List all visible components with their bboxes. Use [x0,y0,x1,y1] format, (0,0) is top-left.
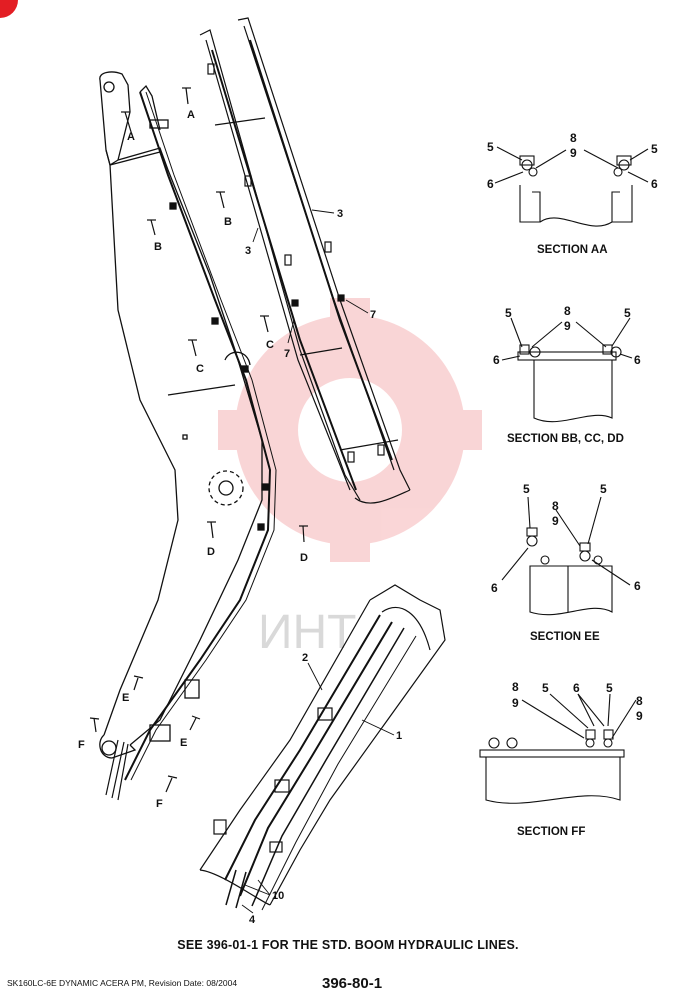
section-ff: 8 9 5 6 5 8 9 SECTION FF [479,680,643,838]
callout-1: 1 [396,730,402,742]
marker-a-left: A [127,131,135,143]
callout-leaders [241,209,395,914]
section-ff-label-5-right: 5 [606,681,613,695]
section-ee-label-5-right: 5 [600,482,607,496]
section-ee-label-9: 9 [552,514,559,528]
section-marker-labels: A A B B C C D D E E F F [78,109,308,810]
section-aa-label-8: 8 [570,131,577,145]
section-aa-label-6-left: 6 [487,177,494,191]
section-bb-label-5-right: 5 [624,306,631,320]
note-text: SEE 396-01-1 FOR THE STD. BOOM HYDRAULIC… [177,938,519,952]
marker-e-left: E [122,692,129,704]
callout-7-left: 7 [284,348,290,360]
section-bb-title: SECTION BB, CC, DD [507,433,624,445]
section-ee: 5 6 8 9 5 6 SECTION EE [491,482,641,643]
footer-revision: SK160LC-6E DYNAMIC ACERA PM, Revision Da… [7,978,238,988]
watermark-text: ИНТ [258,606,356,659]
marker-d-left: D [207,546,215,558]
section-ff-label-6-center: 6 [573,681,580,695]
section-bb-label-8: 8 [564,304,571,318]
footer-page-number: 396-80-1 [322,975,383,992]
section-bb-label-6-left: 6 [493,353,500,367]
callout-2: 2 [302,652,308,664]
upper-detail-view [199,17,411,504]
section-markers [89,87,308,793]
section-bb-label-6-right: 6 [634,353,641,367]
section-ff-label-9-left: 9 [512,696,519,710]
section-ff-title: SECTION FF [517,826,585,838]
callout-10: 10 [272,890,284,902]
watermark-gear-icon [218,298,482,562]
section-ee-label-5-left: 5 [523,482,530,496]
section-bb-cc-dd: 5 6 8 9 5 6 SECTION BB, CC, DD [493,304,641,445]
section-aa-label-9: 9 [570,146,577,160]
section-aa-title: SECTION AA [537,244,608,256]
section-ee-title: SECTION EE [530,631,600,643]
marker-a-right: A [187,109,195,121]
marker-c-right: C [266,339,274,351]
section-ff-label-8-right: 8 [636,694,643,708]
section-ee-label-6-left: 6 [491,581,498,595]
section-aa-label-5-left: 5 [487,140,494,154]
callout-7-right: 7 [370,309,376,321]
marker-f-left: F [78,739,85,751]
section-ee-label-6-right: 6 [634,579,641,593]
section-aa-label-5-right: 5 [651,142,658,156]
marker-e-right: E [180,737,187,749]
callout-labels: 3 3 7 7 2 1 10 4 [245,208,402,926]
section-ff-label-9-right: 9 [636,709,643,723]
marker-b-right: B [224,216,232,228]
marker-c-left: C [196,363,204,375]
section-ee-label-8: 8 [552,499,559,513]
section-aa-label-6-right: 6 [651,177,658,191]
marker-f-right: F [156,798,163,810]
section-bb-label-5-left: 5 [505,306,512,320]
callout-3-upper: 3 [337,208,343,220]
section-aa: 5 6 8 9 5 6 SECTION AA [487,131,658,256]
boom-body [99,71,277,801]
section-ff-label-5-left: 5 [542,681,549,695]
callout-4: 4 [249,914,256,926]
section-bb-label-9: 9 [564,319,571,333]
callout-3-lower: 3 [245,245,251,257]
section-ff-label-8-left: 8 [512,680,519,694]
marker-d-right: D [300,552,308,564]
lower-detail-view [199,584,446,911]
marker-b-left: B [154,241,162,253]
